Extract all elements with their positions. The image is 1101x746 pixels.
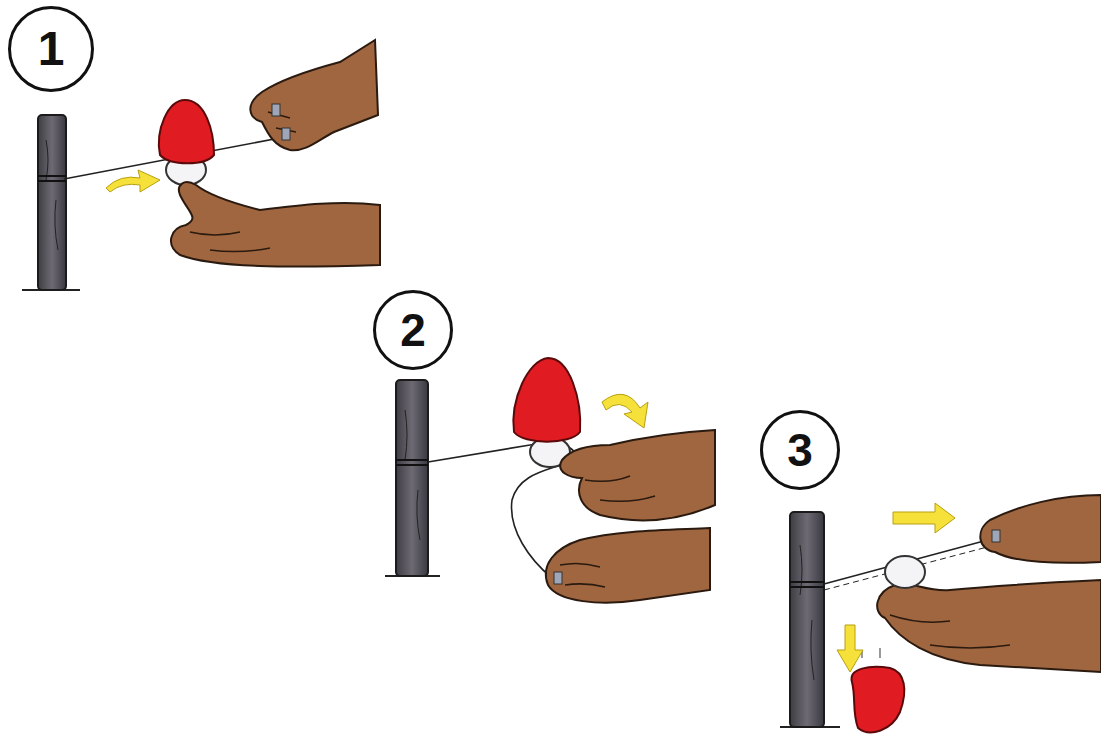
string: [428, 445, 530, 462]
hand: [560, 430, 715, 520]
motion-arrow: [893, 503, 955, 533]
wooden-post: [790, 512, 824, 727]
cashew-apple: [159, 100, 214, 163]
panel-three: [780, 495, 1101, 732]
cashew-nut: [885, 556, 925, 588]
step-number: 3: [787, 427, 813, 473]
hand: [877, 580, 1101, 672]
cashew-apple: [513, 358, 580, 442]
motion-arrow: [106, 170, 160, 192]
hand: [250, 40, 378, 150]
panel-two: [385, 358, 715, 603]
step-number-circle: 2: [373, 290, 453, 370]
hand: [980, 495, 1101, 563]
wooden-post: [38, 115, 66, 290]
step-number: 1: [38, 25, 65, 73]
wooden-post: [396, 380, 428, 576]
step-number: 2: [400, 307, 426, 353]
step-number-circle: 1: [8, 6, 94, 92]
hand: [546, 528, 710, 603]
motion-arrow: [602, 394, 648, 428]
cashew-apple: [852, 667, 905, 732]
motion-arrow: [837, 625, 863, 672]
hand: [171, 182, 380, 266]
step-number-circle: 3: [760, 410, 840, 490]
